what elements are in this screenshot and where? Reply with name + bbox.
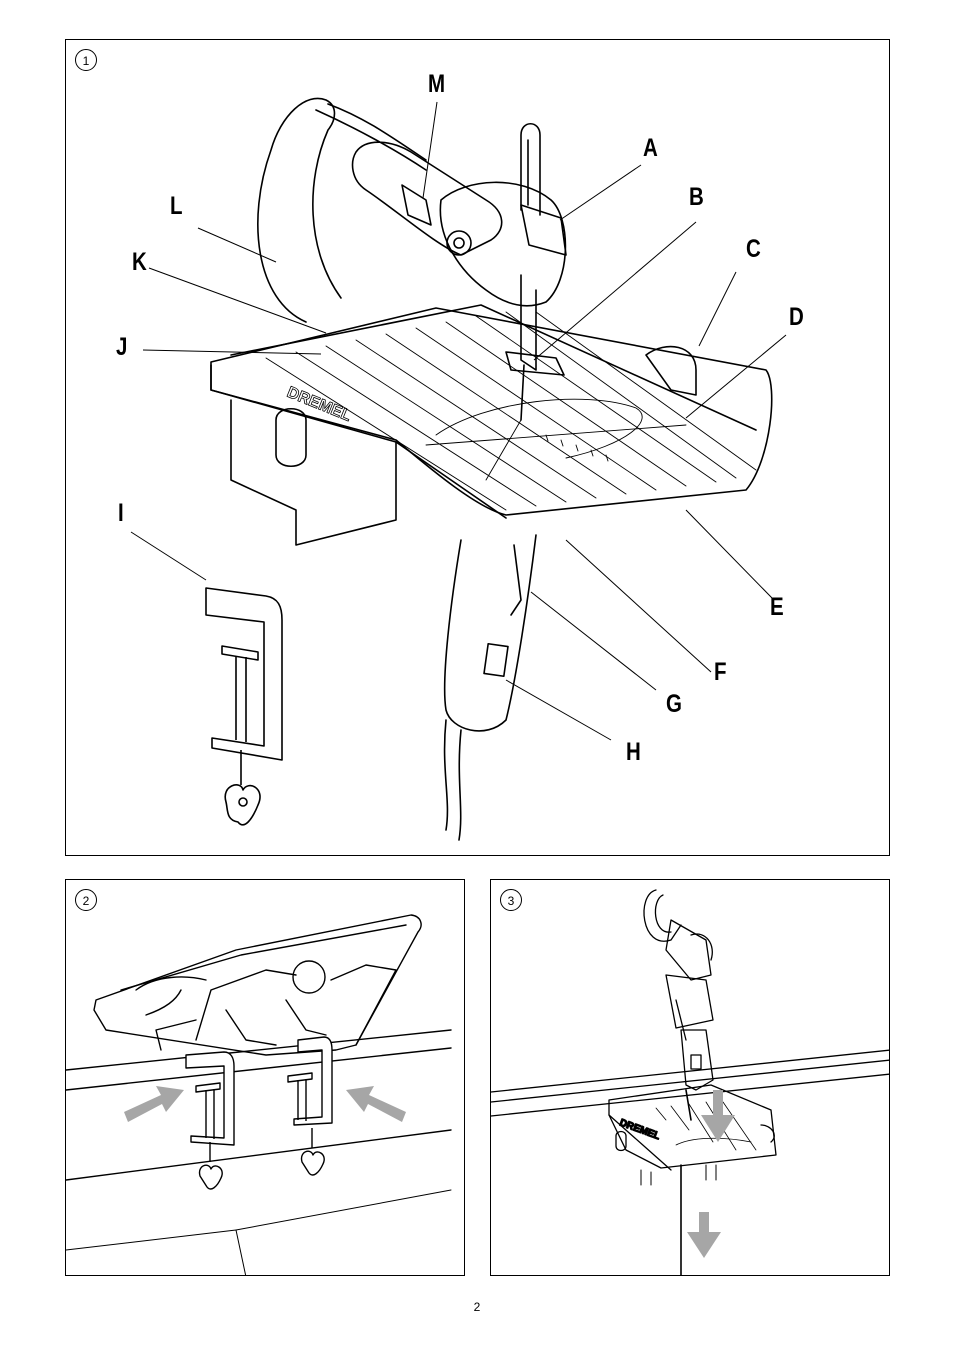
callout-j: J (116, 333, 127, 362)
callout-b: B (689, 183, 704, 212)
page-number: 2 (0, 1300, 954, 1314)
callout-d: D (789, 303, 804, 332)
down-arrow-top-icon (701, 1090, 735, 1142)
clamp-mounting-drawing (66, 880, 465, 1276)
callout-h: H (626, 738, 641, 767)
brand-mark-figure-3: DREMEL (618, 1117, 661, 1142)
table-top (211, 308, 772, 515)
callout-e: E (770, 593, 784, 622)
callout-m: M (428, 70, 445, 99)
blade-guard-wire (521, 124, 540, 215)
figure-1-number: 1 (75, 49, 97, 71)
callout-l: L (170, 192, 183, 221)
callout-k: K (132, 248, 147, 277)
callout-i: I (118, 499, 124, 528)
bench-top-edge (66, 1030, 451, 1070)
clamp-drawing (206, 588, 282, 825)
tool-insertion-drawing: DREMEL (491, 880, 890, 1276)
callout-a: A (643, 134, 658, 163)
figure-2-panel: 2 (65, 879, 465, 1276)
tool-handle-loop (644, 890, 681, 941)
left-arrow-icon (124, 1086, 184, 1122)
tool-motor (666, 975, 713, 1028)
figure-2-number: 2 (75, 889, 97, 911)
handle-loop (258, 98, 341, 322)
blade-head (440, 182, 565, 305)
figure-1-panel: 1 (65, 39, 890, 856)
right-arrow-icon (346, 1086, 406, 1122)
motor-arm (353, 142, 502, 255)
down-arrow-bottom-icon (687, 1212, 721, 1258)
callout-f: F (714, 658, 727, 687)
tilt-knob (293, 961, 325, 993)
scroll-saw-drawing: DREMEL (66, 40, 890, 856)
callout-c: C (746, 235, 761, 264)
tool-grip (445, 535, 536, 731)
clamps (186, 1037, 332, 1189)
direction-arrows (124, 1086, 406, 1122)
insert-arrows (687, 1090, 735, 1258)
figure-3-number: 3 (500, 889, 522, 911)
callout-g: G (666, 690, 682, 719)
figure-3-panel: 3 DREMEL (490, 879, 890, 1276)
base-body (231, 400, 396, 545)
